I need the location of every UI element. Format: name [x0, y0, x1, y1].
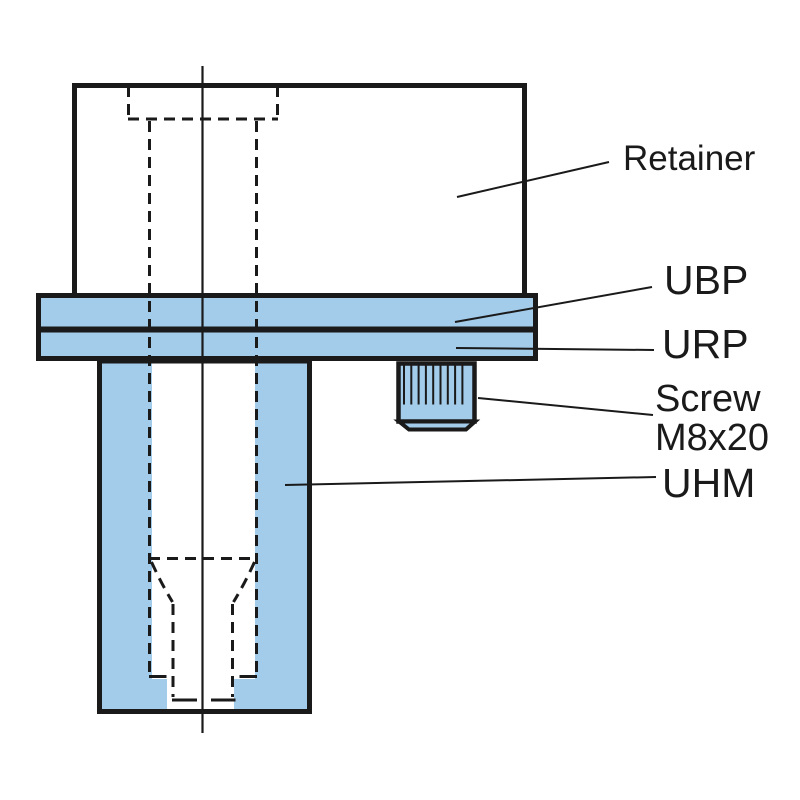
label-retainer: Retainer — [623, 139, 756, 178]
label-ubp: UBP — [664, 257, 748, 303]
leader-screw — [477, 397, 654, 416]
taper-curve-right — [232, 561, 256, 603]
uhm-block — [97, 358, 312, 714]
leader-uhm — [284, 476, 657, 486]
screw — [393, 361, 481, 432]
label-screw: Screw — [655, 378, 761, 420]
label-uhm: UHM — [662, 460, 755, 506]
label-urp: URP — [662, 321, 749, 367]
hidden-bore-lines — [127, 86, 279, 702]
leader-urp — [455, 347, 655, 351]
retainer-body — [72, 83, 527, 300]
label-screw-size: M8x20 — [655, 417, 769, 459]
uhm-bore-lower — [167, 679, 234, 711]
leader-retainer — [456, 161, 610, 198]
plates — [36, 293, 538, 361]
leader-ubp — [454, 286, 653, 323]
leader-lines — [284, 161, 657, 486]
screw-tip-chamfer — [393, 419, 481, 432]
taper-curve-left — [150, 561, 174, 603]
screw-threads — [403, 364, 464, 405]
